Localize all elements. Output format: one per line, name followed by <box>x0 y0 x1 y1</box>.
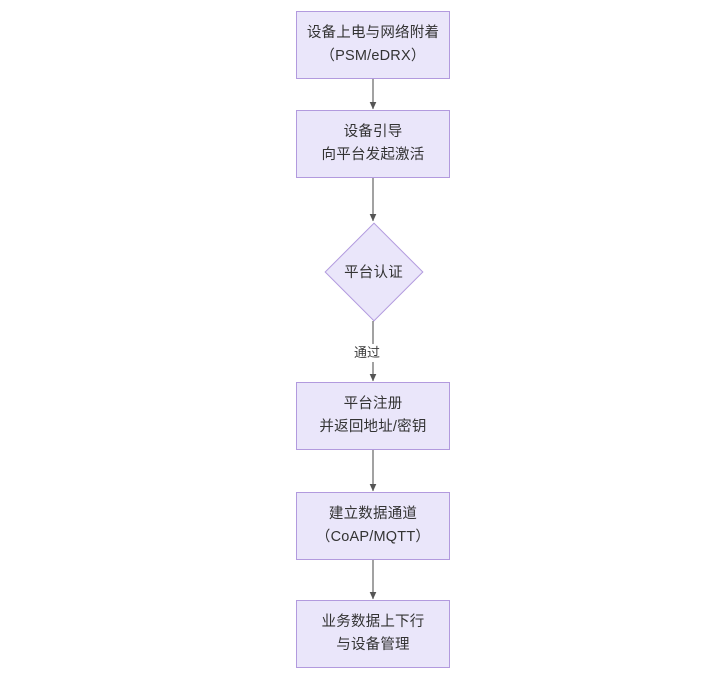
node-bootstrap-line-2: 向平台发起激活 <box>321 147 425 163</box>
node-business-line-1: 业务数据上下行 <box>321 613 425 630</box>
node-business-line-2: 与设备管理 <box>336 637 410 653</box>
node-bootstrap-line-1: 设备引导 <box>343 123 403 140</box>
node-power-line-2: （PSM/eDRX） <box>320 48 426 64</box>
node-register-line-2: 并返回地址/密钥 <box>319 419 427 435</box>
node-business-data-and-device-management[interactable]: 业务数据上下行 与设备管理 <box>296 600 450 668</box>
edge-label-pass: 通过 <box>352 344 383 362</box>
node-register-line-1: 平台注册 <box>343 395 403 412</box>
node-establish-data-channel[interactable]: 建立数据通道 （CoAP/MQTT） <box>296 492 450 560</box>
node-device-bootstrap[interactable]: 设备引导 向平台发起激活 <box>296 110 450 178</box>
node-channel-line-1: 建立数据通道 <box>328 505 418 522</box>
node-platform-register[interactable]: 平台注册 并返回地址/密钥 <box>296 382 450 450</box>
node-device-power-on[interactable]: 设备上电与网络附着 （PSM/eDRX） <box>296 11 450 79</box>
node-auth-label: 平台认证 <box>344 265 403 281</box>
node-channel-line-2: （CoAP/MQTT） <box>315 529 431 545</box>
node-power-line-1: 设备上电与网络附着 <box>306 24 440 41</box>
node-platform-authentication[interactable]: 平台认证 <box>324 222 423 321</box>
